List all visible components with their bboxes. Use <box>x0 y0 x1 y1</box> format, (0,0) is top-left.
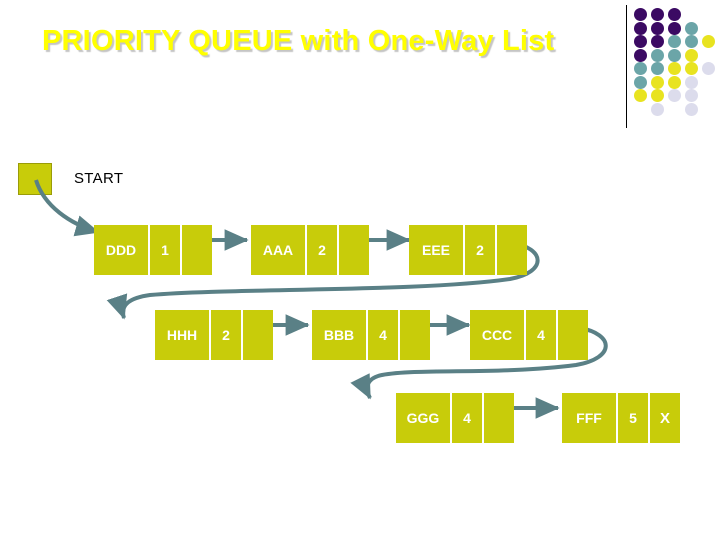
decorative-dot <box>651 21 664 35</box>
decorative-dot <box>651 62 664 75</box>
decorative-dot <box>634 48 647 62</box>
vertical-divider-line <box>626 5 627 128</box>
node-link-cell <box>484 393 514 443</box>
decorative-dot <box>685 21 698 35</box>
decorative-dot <box>651 8 664 21</box>
node-priority-cell: 2 <box>211 310 241 360</box>
node-priority-cell: 2 <box>465 225 495 275</box>
decorative-dot <box>651 89 664 102</box>
decorative-dot <box>668 89 681 102</box>
decorative-dot <box>702 62 715 75</box>
node-priority-cell: 4 <box>368 310 398 360</box>
decorative-dot <box>668 62 681 75</box>
node-priority-cell: 5 <box>618 393 648 443</box>
decorative-dot <box>634 21 647 35</box>
decorative-dot <box>634 8 647 21</box>
decorative-dot <box>651 102 664 116</box>
decorative-dot <box>685 75 698 89</box>
decorative-dot <box>651 75 664 89</box>
node-name-cell: GGG <box>396 393 450 443</box>
node-name-cell: FFF <box>562 393 616 443</box>
decorative-dot <box>634 89 647 102</box>
node-link-cell <box>558 310 588 360</box>
node-name-cell: DDD <box>94 225 148 275</box>
node-link-cell <box>182 225 212 275</box>
node-link-cell <box>497 225 527 275</box>
decorative-dot <box>651 35 664 48</box>
decorative-dot <box>685 62 698 75</box>
decorative-dot <box>685 102 698 116</box>
decorative-dot <box>702 35 715 48</box>
node-priority-cell: 4 <box>526 310 556 360</box>
node-name-cell: CCC <box>470 310 524 360</box>
page-title: PRIORITY QUEUE with One-Way List <box>42 25 555 57</box>
decorative-dot <box>685 48 698 62</box>
node-name-cell: AAA <box>251 225 305 275</box>
start-label: START <box>74 170 124 187</box>
decorative-dot <box>668 75 681 89</box>
node-priority-cell: 4 <box>452 393 482 443</box>
decorative-dot <box>685 35 698 48</box>
decorative-dot <box>634 35 647 48</box>
decorative-dot <box>651 48 664 62</box>
decorative-dot <box>685 89 698 102</box>
decorative-dot <box>668 48 681 62</box>
node-link-cell <box>243 310 273 360</box>
node-null-link-cell: X <box>650 393 680 443</box>
decorative-dot <box>668 21 681 35</box>
node-name-cell: BBB <box>312 310 366 360</box>
decorative-dot <box>634 75 647 89</box>
start-pointer-box <box>18 163 52 195</box>
node-name-cell: HHH <box>155 310 209 360</box>
decorative-dot-grid <box>620 0 720 140</box>
decorative-dot <box>668 8 681 21</box>
node-link-cell <box>400 310 430 360</box>
decorative-dot <box>634 62 647 75</box>
node-priority-cell: 1 <box>150 225 180 275</box>
node-priority-cell: 2 <box>307 225 337 275</box>
node-name-cell: EEE <box>409 225 463 275</box>
node-link-cell <box>339 225 369 275</box>
decorative-dot <box>668 35 681 48</box>
